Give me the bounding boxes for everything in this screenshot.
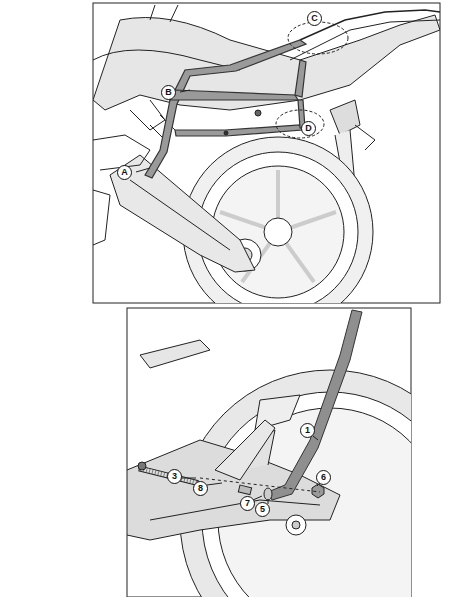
callout-number: 8 [193, 481, 208, 496]
callout-letter: A [117, 165, 132, 180]
callout-letter: C [307, 11, 322, 26]
callout-number: 1 [300, 423, 315, 438]
callout-letter: D [301, 121, 316, 136]
callout-number: 6 [316, 470, 331, 485]
callout-number: 5 [255, 502, 270, 517]
callout-number: 3 [167, 469, 182, 484]
callout-number: 7 [240, 496, 255, 511]
callout-letter: B [161, 85, 176, 100]
